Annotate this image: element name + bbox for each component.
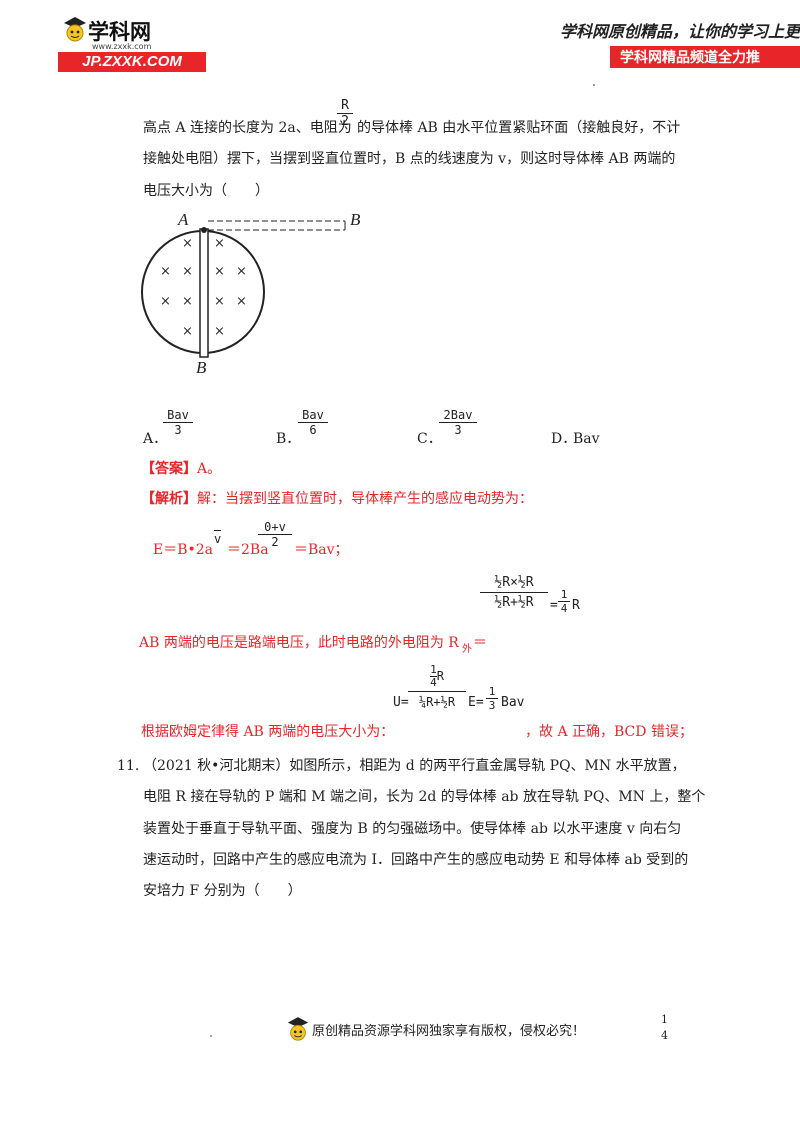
fraction-numerator: 1: [486, 685, 498, 699]
emf-fraction: 0+v 2: [258, 520, 292, 549]
fraction-denominator: 6: [309, 423, 317, 437]
fraction-denominator: 4: [430, 676, 437, 689]
emf-pre: E＝B•2a: [153, 542, 214, 558]
logo-site-banner: JP.ZXXK.COM: [58, 52, 206, 72]
field-mark: ×: [214, 236, 225, 251]
fraction-denominator: 2: [271, 535, 279, 549]
field-mark: ×: [214, 294, 225, 309]
mascot-icon: [64, 17, 86, 42]
analysis-tag: 【解析】: [141, 491, 197, 507]
field-mark: ×: [182, 324, 193, 339]
header-slogan: 学科网原创精品，让你的学习上更: [560, 22, 800, 41]
fraction-denominator: ½R+½R: [494, 595, 534, 610]
fraction-numerator: R: [337, 98, 353, 114]
fraction-numerator: 0+v: [258, 520, 292, 535]
ring-diagram: [141, 220, 346, 358]
ohm-denominator: ¼R+½R: [418, 695, 456, 709]
label-a-top: A: [178, 210, 189, 229]
fraction-numerator: ½R×½R: [480, 575, 548, 593]
ohm-num-fraction: 1 4: [430, 664, 437, 689]
ext-resistance-fraction: ½R×½R ½R+½R: [480, 575, 548, 610]
field-mark: ×: [182, 264, 193, 279]
field-mark: ×: [236, 264, 247, 279]
p11-number: 11.: [117, 758, 140, 774]
option-c-letter: C．: [417, 431, 442, 447]
p11-line2: 电阻 R 接在导轨的 P 端和 M 端之间，长为 2d 的导体棒 ab 放在导轨…: [143, 789, 706, 805]
emf-vbar-symbol: v: [214, 532, 222, 546]
p10-line1-pre: 高点 A 连接的长度为 2a、电阻为: [143, 120, 352, 136]
ohm-mid: E=: [468, 695, 484, 710]
emf-vbar: v: [214, 530, 222, 547]
page-number-top: 1: [661, 1013, 668, 1026]
fraction-denominator: 3: [488, 699, 496, 712]
fraction-numerator: 1: [430, 663, 437, 677]
field-mark: ×: [214, 264, 225, 279]
field-mark: ×: [236, 294, 247, 309]
label-b-right: B: [350, 210, 361, 229]
ohm-result-fraction: 1 3: [486, 685, 498, 712]
fraction-denominator: 3: [174, 423, 182, 437]
p10-line1-post: 的导体棒 AB 由水平位置紧贴环面（接触良好，不计: [357, 120, 681, 136]
p10-line1-fraction: R 2: [337, 98, 353, 129]
circuit-figure: A B B × × × × × × × × × × × ×: [140, 208, 370, 383]
footer-notice: 原创精品资源学科网独家享有版权，侵权必究！: [312, 1024, 586, 1039]
p10-line2: 接触处电阻）摆下，当摆到竖直位置时，B 点的线速度为 v，则这时导体棒 AB 两…: [143, 151, 676, 167]
answer-value: A。: [197, 461, 222, 477]
conclusion: ，故 A 正确，BCD 错误；: [525, 724, 693, 740]
field-mark: ×: [160, 264, 171, 279]
page-number-bottom: 4: [661, 1029, 668, 1042]
ohm-num-tail: R: [436, 669, 444, 683]
header-logo: 学科网 www.zxxk.com JP.ZXXK.COM: [58, 14, 208, 74]
ext-resistance-text: AB 两端的电压是路端电压，此时电路的外电阻为 R: [139, 635, 459, 651]
fraction-denominator: 4: [560, 602, 568, 615]
analysis-intro: 解：当摆到竖直位置时，导体棒产生的感应电动势为：: [197, 491, 533, 507]
ohm-lhs: U=: [393, 695, 409, 710]
header-banner: 学科网精品频道全力推: [610, 46, 800, 68]
logo-brand: 学科网: [88, 20, 151, 44]
fraction-numerator: 2Bav: [439, 408, 477, 423]
fraction-numerator: Bav: [298, 408, 328, 423]
p11-line3: 装置处于垂直于导轨平面、强度为 B 的匀强磁场中。使导体棒 ab 以水平速度 v…: [143, 821, 682, 837]
ohm-fraction: 1 4 R ¼R+½R: [408, 664, 466, 709]
field-mark: ×: [182, 294, 193, 309]
option-d-letter: D．: [551, 431, 577, 447]
option-b-letter: B．: [276, 431, 301, 447]
ohm-numerator: 1 4 R: [408, 664, 466, 692]
field-mark: ×: [160, 294, 171, 309]
option-a-letter: A．: [143, 431, 168, 447]
option-a-fraction: Bav 3: [163, 408, 193, 437]
fraction-numerator: 1: [558, 588, 570, 602]
answer-tag: 【答案】: [141, 461, 197, 477]
footer-mascot-icon: [287, 1017, 309, 1041]
fraction-numerator: Bav: [163, 408, 193, 423]
ext-resistance-eq: ＝: [473, 635, 487, 651]
p10-line3: 电压大小为（ ）: [143, 183, 269, 199]
option-b-fraction: Bav 6: [298, 408, 328, 437]
field-mark: ×: [214, 324, 225, 339]
option-d-text: Bav: [573, 431, 600, 447]
option-c-fraction: 2Bav 3: [439, 408, 477, 437]
ext-resistance-sub: 外: [462, 644, 472, 655]
p11-line5: 安培力 F 分别为（ ）: [143, 883, 302, 899]
p11-line4: 速运动时，回路中产生的感应电流为 I．回路中产生的感应电动势 E 和导体棒 ab…: [143, 852, 689, 868]
fraction-denominator: 2: [341, 114, 349, 129]
ext-result-tail: R: [572, 598, 580, 613]
logo-url-small: www.zxxk.com: [92, 42, 152, 51]
ohm-result-tail: Bav: [501, 695, 525, 710]
emf-mid: ＝2Ba: [227, 542, 269, 558]
header-dot: [593, 84, 595, 86]
fraction-denominator: 3: [454, 423, 462, 437]
ohm-text: 根据欧姆定律得 AB 两端的电压大小为：: [141, 724, 395, 740]
label-b-bottom: B: [196, 358, 207, 377]
p11-line1: （2021 秋•河北期末）如图所示，相距为 d 的两平行直金属导轨 PQ、MN …: [143, 758, 686, 774]
emf-post: ＝Bav；: [294, 542, 349, 558]
ext-result-fraction: 1 4: [558, 588, 570, 615]
footer-dot: [210, 1035, 212, 1037]
field-mark: ×: [182, 236, 193, 251]
ext-result-eq: =: [550, 598, 558, 613]
